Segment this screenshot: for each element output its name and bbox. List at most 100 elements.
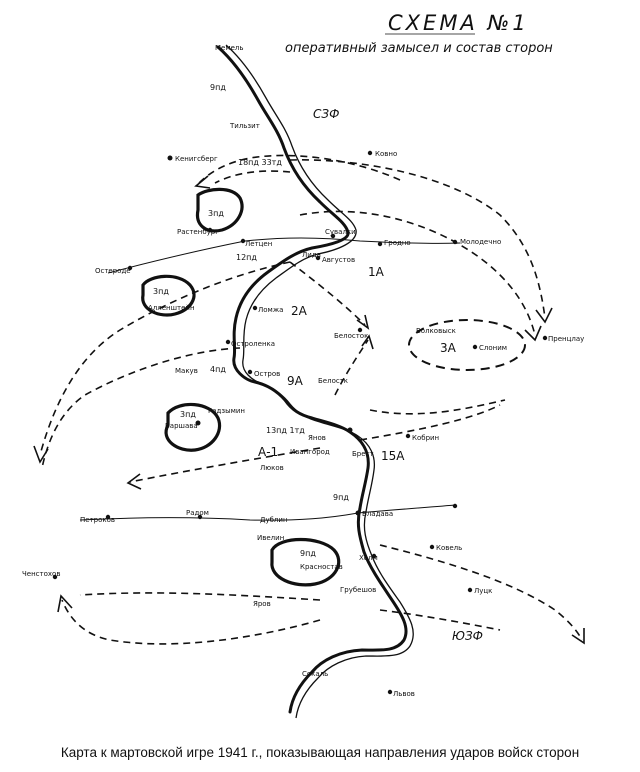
city-label: Пренцлау <box>548 335 584 343</box>
city-label: Ломжа <box>258 306 283 314</box>
city-label: Растенбург <box>177 228 219 236</box>
city-label: Радом <box>186 509 209 517</box>
city-label: Петроков <box>80 516 115 524</box>
city-label: Ивангород <box>290 448 330 456</box>
arrowhead-w-1 <box>33 445 49 464</box>
grouping-krasnostav <box>270 538 341 587</box>
city-label: Ковель <box>436 544 462 552</box>
city-label: Ковно <box>375 150 397 158</box>
army-label-a1: А-1 <box>258 445 278 459</box>
railway-south <box>79 504 456 521</box>
city-label: Августов <box>322 256 355 264</box>
city-label: Остроленка <box>231 340 275 348</box>
city-dot <box>167 155 173 161</box>
railway-north <box>107 237 461 274</box>
arrow-nw-2 <box>214 170 291 184</box>
city-dot <box>472 344 478 350</box>
state-border <box>216 45 408 714</box>
arrow-bialystok-1 <box>289 261 366 326</box>
city-label: Красностав <box>300 563 343 571</box>
river-line <box>225 44 414 719</box>
city-dot <box>467 587 473 593</box>
arrowhead-ne-1 <box>535 307 553 324</box>
arrowhead-bialystok-1 <box>356 314 370 330</box>
city-label: Варшава <box>165 422 198 430</box>
unit-label: 3пд <box>180 410 196 419</box>
city-dot <box>452 503 458 509</box>
city-dot <box>315 255 321 261</box>
city-label: Львов <box>393 690 415 698</box>
city-label: Алленштейн <box>148 304 195 312</box>
city-label: Владава <box>362 510 393 518</box>
army-label-15a: 15А <box>381 449 405 463</box>
arrow-radom <box>129 447 321 483</box>
city-label: Холм <box>359 554 378 562</box>
city-label: Мемель <box>215 44 244 52</box>
city-dot <box>240 238 246 244</box>
arrowhead-nw-1 <box>194 175 211 189</box>
grouping-allenstein <box>141 274 196 317</box>
city-dot <box>197 514 203 520</box>
city-label: Белостк <box>318 377 348 385</box>
city-label: Грубешов <box>340 586 376 594</box>
arrow-w-1 <box>39 261 291 456</box>
grouping-warsaw <box>164 402 222 452</box>
arrow-east-2 <box>359 404 501 441</box>
unit-label: 3пд <box>208 209 224 218</box>
city-label: Остероде <box>95 267 131 275</box>
city-label: Волковыск <box>416 327 456 335</box>
city-label: Летцен <box>245 240 272 248</box>
arrowhead-sw-1 <box>57 594 73 613</box>
city-label: Дублин <box>260 516 288 524</box>
city-label: Ченстохов <box>22 570 60 578</box>
arrow-nw-1 <box>197 154 401 185</box>
army-label-3a: 3А <box>440 341 457 355</box>
unit-label: 9пд <box>333 493 349 502</box>
city-label: Тильзит <box>229 122 260 130</box>
army-label-1a: 1А <box>368 265 385 279</box>
unit-label: 9пд <box>210 83 226 92</box>
city-label: Яров <box>253 600 271 608</box>
city-dot <box>405 433 411 439</box>
city-label: Лида <box>302 251 321 259</box>
city-label: Кенигсберг <box>175 155 218 163</box>
city-dot <box>195 420 201 426</box>
city-dot <box>247 369 253 375</box>
city-label: Ивелин <box>257 534 284 542</box>
city-dot <box>377 241 383 247</box>
arrow-sw-3 <box>379 609 501 631</box>
city-label: Слоним <box>479 344 507 352</box>
city-dot <box>207 227 213 233</box>
arrow-sw-1 <box>61 599 321 645</box>
arrow-east-1 <box>369 399 506 415</box>
city-dot <box>429 544 435 550</box>
unit-label: 9пд <box>300 549 316 558</box>
city-label: Луцк <box>474 587 492 595</box>
arrowhead-se <box>571 628 585 645</box>
arrow-sw-2 <box>79 592 321 601</box>
grouping-rastenburg <box>195 187 244 233</box>
unit-label: 12пд <box>236 253 257 262</box>
city-dot <box>225 339 231 345</box>
unit-label: 13пд 1тд <box>266 426 305 435</box>
city-markers <box>52 150 548 695</box>
city-label: Радзымин <box>208 407 245 415</box>
attack-arrows <box>33 154 585 645</box>
army-3a-ellipse <box>408 319 526 371</box>
unit-groupings <box>141 187 341 587</box>
unit-label: 3пд <box>153 287 169 296</box>
city-label: Янов <box>308 434 326 442</box>
unit-label: 4пд <box>210 365 226 374</box>
city-dot <box>452 239 458 245</box>
army-label-9a: 9А <box>287 374 304 388</box>
arrow-bialystok-2 <box>334 339 369 396</box>
city-dot <box>127 265 133 271</box>
front-label-northwest: СЗФ <box>313 107 339 121</box>
unit-label: 18пд 33тд <box>238 158 282 167</box>
city-dot <box>330 233 336 239</box>
city-dot <box>105 514 111 520</box>
map-subtitle: оперативный замысел и состав сторон <box>285 41 553 56</box>
city-dot <box>252 305 258 311</box>
city-labels: Мемель Тильзит Кенигсберг Ковно Растенбу… <box>22 44 584 698</box>
